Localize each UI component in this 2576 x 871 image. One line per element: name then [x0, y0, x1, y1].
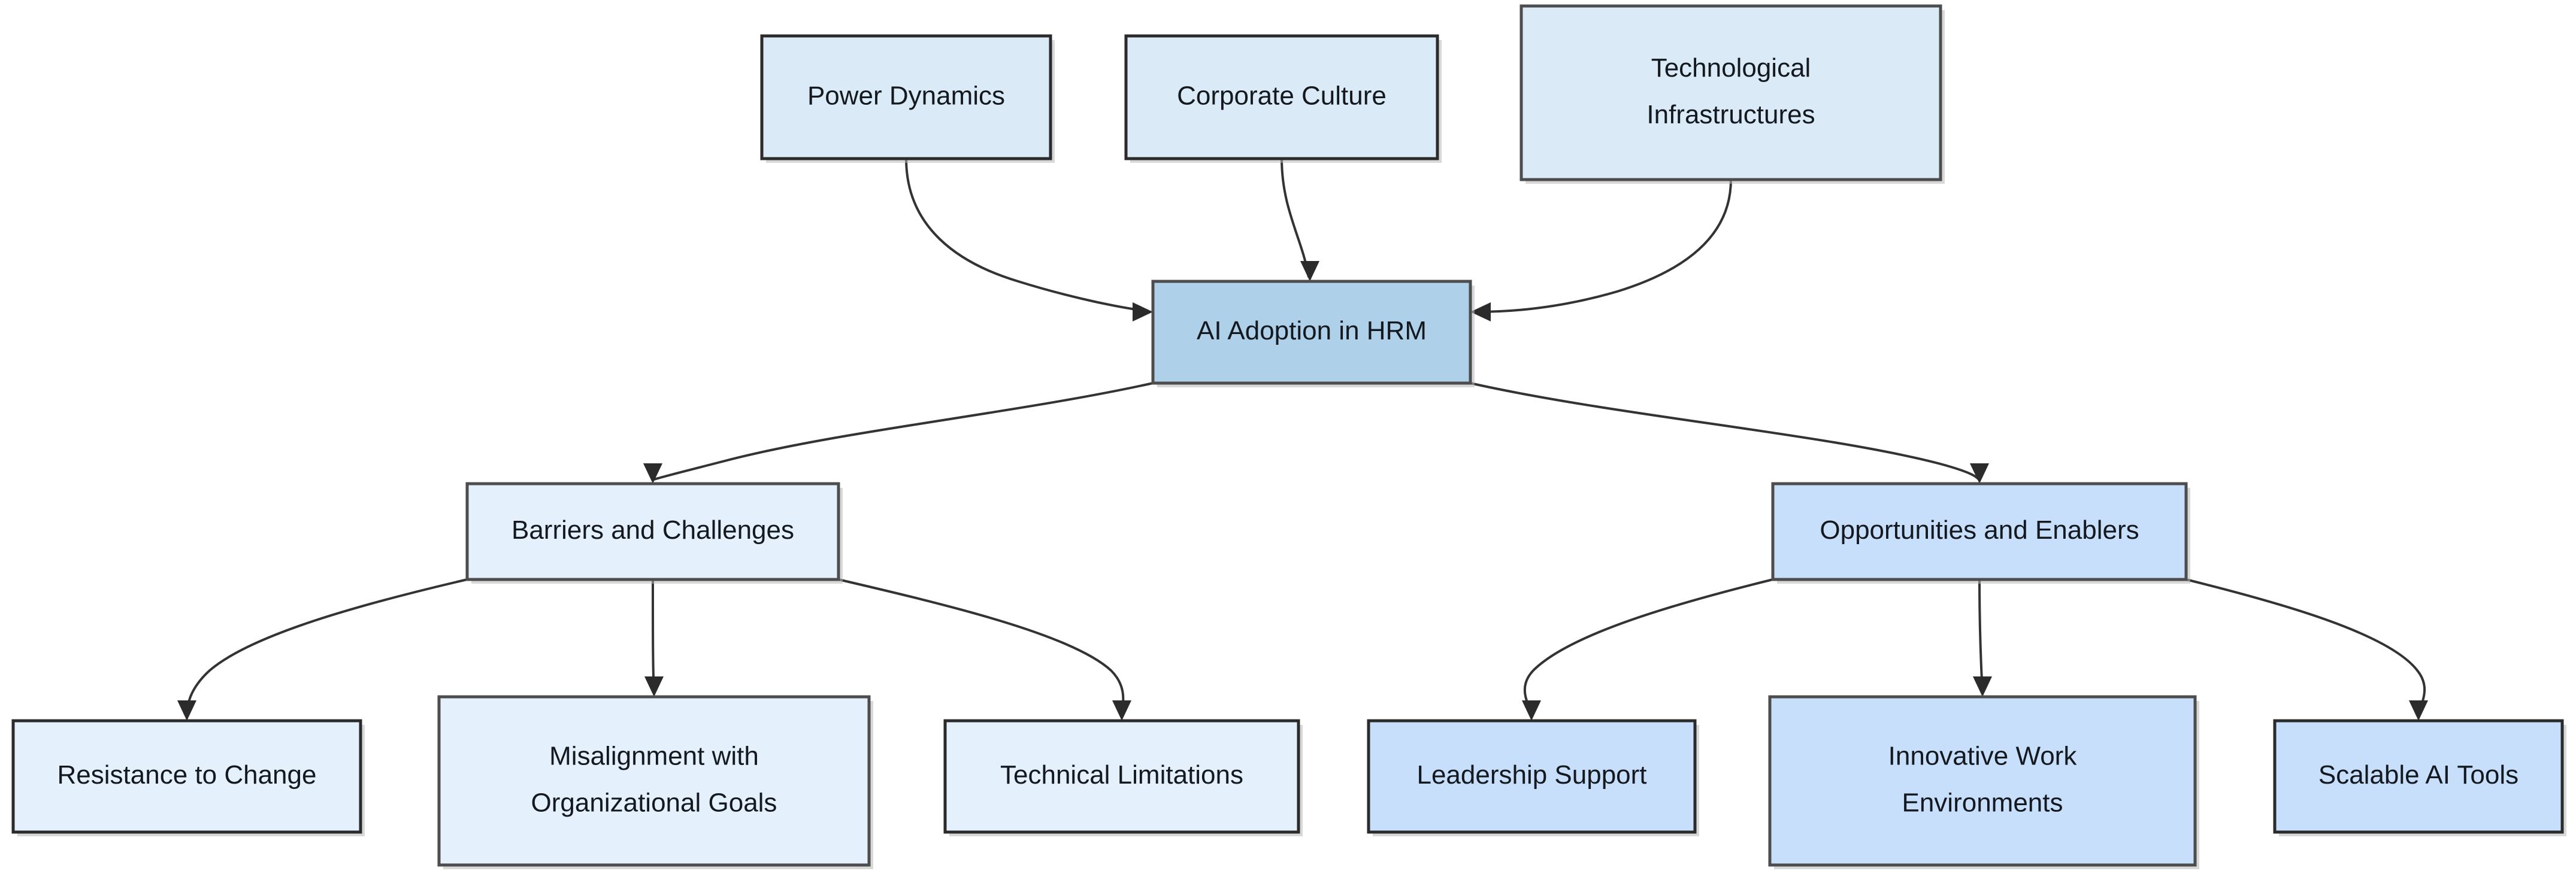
node-label-line: Opportunities and Enablers — [1820, 515, 2139, 545]
node-label-line: Power Dynamics — [807, 81, 1005, 110]
arrowhead-icon — [2409, 700, 2428, 721]
node-layer: Power Dynamics Corporate Culture Technolog… — [11, 4, 2566, 869]
edge-line — [905, 158, 1149, 312]
arrowhead-icon — [177, 700, 196, 721]
arrowhead-icon — [1300, 261, 1319, 281]
node-ai_adoption_in_hrm[interactable]: AI Adoption in HRM — [1151, 280, 1475, 387]
arrowhead-icon — [1470, 302, 1491, 321]
node-label-line: Resistance to Change — [57, 760, 317, 790]
node-label: Leadership Support — [1416, 760, 1646, 790]
edge-opportunities_and_enablers-to-leadership_support — [1522, 578, 1773, 721]
node-label-line: Environments — [1902, 788, 2063, 817]
node-box[interactable] — [2273, 719, 2564, 834]
node-barriers_and_challenges[interactable]: Barriers and Challenges — [465, 482, 843, 584]
edge-line — [1523, 578, 1773, 717]
edge-barriers_and_challenges-to-resistance_to_change — [177, 578, 468, 721]
arrowhead-icon — [1970, 463, 1989, 484]
node-label: Opportunities and Enablers — [1820, 515, 2139, 545]
node-power_dynamics[interactable]: Power Dynamics — [760, 34, 1055, 163]
node-label-line: Scalable AI Tools — [2318, 760, 2519, 790]
edge-ai_adoption_in_hrm-to-barriers_and_challenges — [643, 382, 1154, 484]
edge-line — [838, 578, 1125, 717]
edge-layer — [177, 158, 2428, 721]
node-box[interactable] — [465, 482, 840, 581]
edge-barriers_and_challenges-to-technical_limitations — [838, 578, 1131, 721]
edge-line — [1281, 158, 1310, 278]
node-box[interactable] — [1768, 695, 2197, 867]
arrowhead-icon — [1112, 700, 1131, 721]
edge-line — [652, 579, 655, 693]
node-opportunities_and_enablers[interactable]: Opportunities and Enablers — [1771, 482, 2190, 584]
edge-ai_adoption_in_hrm-to-opportunities_and_enablers — [1470, 382, 1989, 484]
node-technical_limitations[interactable]: Technical Limitations — [943, 719, 1303, 836]
edge-opportunities_and_enablers-to-innovative_work_environments — [1973, 579, 1992, 697]
edge-line — [1978, 579, 1984, 693]
node-box[interactable] — [943, 719, 1300, 834]
node-label-line: Technological — [1651, 53, 1811, 83]
node-box[interactable] — [1771, 482, 2188, 581]
node-corporate_culture[interactable]: Corporate Culture — [1124, 34, 1442, 163]
node-leadership_support[interactable]: Leadership Support — [1367, 719, 1699, 836]
node-label-line: Misalignment with — [549, 741, 759, 770]
node-box[interactable] — [1367, 719, 1697, 834]
node-label: Corporate Culture — [1177, 81, 1387, 110]
node-box[interactable] — [11, 719, 362, 834]
node-box[interactable] — [437, 695, 871, 867]
edge-line — [2185, 578, 2426, 717]
node-resistance_to_change[interactable]: Resistance to Change — [11, 719, 365, 836]
edge-line — [653, 382, 1154, 481]
edge-line — [1474, 179, 1732, 313]
node-label-line: AI Adoption in HRM — [1197, 316, 1427, 345]
node-label-line: Leadership Support — [1416, 760, 1646, 790]
node-label: Technical Limitations — [1000, 760, 1243, 790]
arrowhead-icon — [1973, 676, 1992, 697]
edge-barriers_and_challenges-to-misalignment_with_organizational_goals — [644, 579, 664, 697]
node-box[interactable] — [1124, 34, 1439, 160]
edge-line — [186, 578, 468, 717]
node-label-line: Barriers and Challenges — [511, 515, 794, 545]
edge-line — [1470, 382, 1980, 481]
node-label: Barriers and Challenges — [511, 515, 794, 545]
node-scalable_ai_tools[interactable]: Scalable AI Tools — [2273, 719, 2566, 836]
node-label-line: Corporate Culture — [1177, 81, 1387, 110]
edge-technological_infrastructures-to-ai_adoption_in_hrm — [1470, 179, 1732, 321]
edge-power_dynamics-to-ai_adoption_in_hrm — [905, 158, 1153, 321]
node-label-line: Technical Limitations — [1000, 760, 1243, 790]
node-box[interactable] — [1151, 280, 1472, 385]
arrowhead-icon — [644, 676, 664, 697]
node-label: AI Adoption in HRM — [1197, 316, 1427, 345]
arrowhead-icon — [1133, 302, 1153, 321]
node-box[interactable] — [760, 34, 1052, 160]
node-label-line: Organizational Goals — [531, 788, 777, 817]
node-box[interactable] — [1519, 4, 1942, 181]
edge-corporate_culture-to-ai_adoption_in_hrm — [1281, 158, 1319, 281]
node-label: Power Dynamics — [807, 81, 1005, 110]
edge-opportunities_and_enablers-to-scalable_ai_tools — [2185, 578, 2428, 721]
node-label-line: Innovative Work — [1888, 741, 2078, 770]
arrowhead-icon — [1522, 700, 1541, 721]
node-label-line: Infrastructures — [1646, 100, 1815, 129]
node-label: Scalable AI Tools — [2318, 760, 2519, 790]
node-label: Resistance to Change — [57, 760, 317, 790]
arrowhead-icon — [643, 463, 662, 484]
